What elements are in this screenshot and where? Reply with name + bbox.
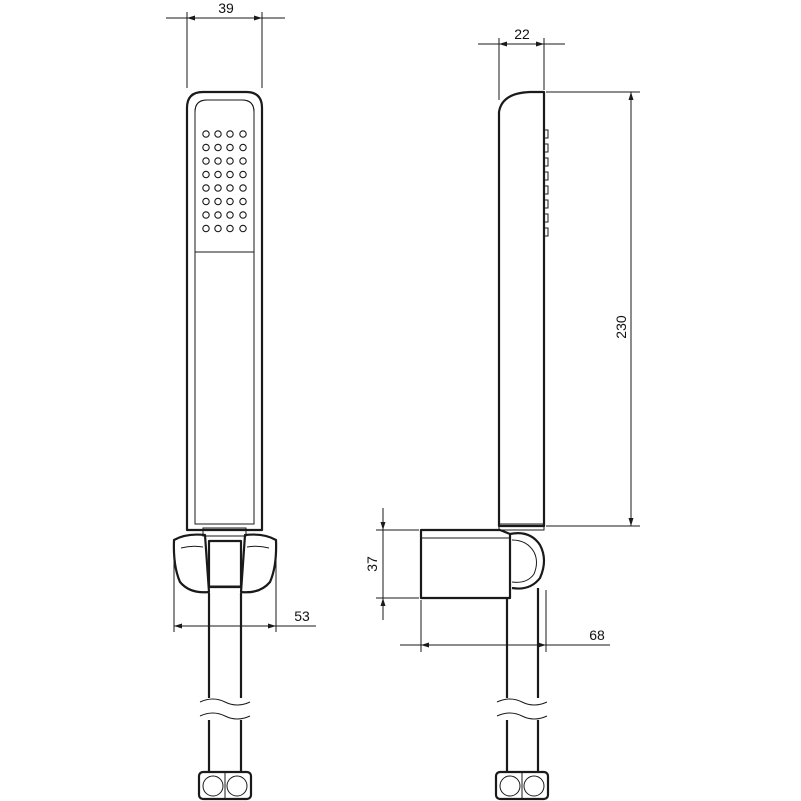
dim-label-230: 230 [613,315,629,339]
nozzle-hole [214,184,222,192]
nozzle-hole [226,211,234,219]
nozzle-hole [202,170,210,179]
dimension-side-projection: 68 [400,590,610,652]
nozzle-hole [239,184,247,192]
front-hose-nut [197,770,253,801]
front-hose [199,593,251,772]
side-nozzle-tick [543,171,549,181]
dim-label-37: 37 [364,556,380,572]
nozzle-hole [226,224,234,233]
side-handle-collar [498,523,545,531]
nozzle-hole [226,184,234,192]
dimension-front-bracket-width: 53 [173,546,316,632]
dim-label-22: 22 [514,26,530,42]
dimension-front-width: 39 [166,0,285,88]
nozzle-hole [226,157,234,165]
side-hose [496,588,548,772]
nozzle-hole [239,130,247,138]
nozzle-hole [214,170,222,179]
nozzle-hole [202,143,210,152]
side-nozzle-tick [543,143,549,153]
nozzle-hole [202,184,210,192]
dimension-side-bracket-height: 37 [364,508,419,620]
spray-plate [194,99,255,253]
front-bracket [172,533,278,594]
nozzle-hole [214,143,222,152]
nozzle-hole [239,211,247,219]
side-nozzle-tick [543,129,549,139]
nozzle-hole [239,170,247,179]
dim-label-68: 68 [589,627,605,643]
nozzle-hole [202,130,210,138]
side-hose-nut [494,770,550,801]
nozzle-hole [226,143,234,152]
side-nozzle-ticks [543,129,549,237]
side-nozzle-tick [543,213,549,223]
side-nozzle-tick [543,227,549,237]
nozzle-hole [239,197,247,206]
nozzle-hole [214,224,222,233]
front-handle-outline [185,90,264,532]
nozzle-hole [226,130,234,138]
side-nozzle-tick [543,199,549,209]
nozzle-hole [239,143,247,152]
side-handle-outline [497,90,546,528]
dimension-side-length: 230 [546,91,640,527]
nozzle-hole [239,157,247,165]
nozzle-hole [202,211,210,219]
nozzle-hole [226,197,234,206]
dimension-side-depth: 22 [478,26,565,100]
front-neck [202,527,247,537]
nozzle-hole [214,157,222,165]
nozzle-hole [214,197,222,206]
nozzle-hole [202,197,210,206]
dim-label-39: 39 [218,0,234,16]
side-view: 22 230 37 68 [364,26,640,801]
nozzle-hole [214,130,222,138]
nozzle-hole [239,224,247,233]
front-view: 39 53 [166,0,316,801]
side-bracket [419,528,546,600]
side-nozzle-tick [543,185,549,195]
spray-nozzles [202,130,247,233]
nozzle-hole [214,211,222,219]
nozzle-hole [202,224,210,233]
side-nozzle-tick [543,157,549,167]
nozzle-hole [226,170,234,179]
nozzle-hole [202,157,210,165]
dim-label-53: 53 [294,608,310,624]
